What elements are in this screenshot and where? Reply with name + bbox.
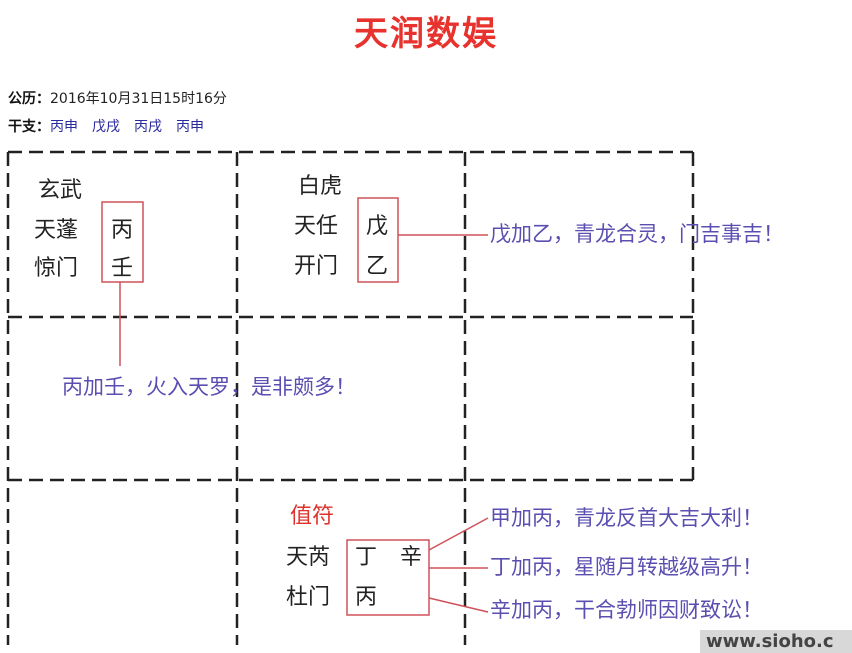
stem-ding-bottom-center: 丁 [355,545,378,570]
solar-date-label: 公历： [8,91,50,107]
ganzhi-month: 戊戌 [92,119,120,135]
ganzhi-label: 干支： [8,119,50,135]
stem-wu-top-center: 戊 [366,214,389,239]
stem-xin-bottom-center: 辛 [400,545,423,570]
star-tianpeng: 天蓬 [34,218,79,243]
connector-xin-bing [428,597,489,613]
stem-box-bottom-center [346,539,430,616]
connector-jia-bing [428,517,489,551]
door-jingmen: 惊门 [34,256,79,281]
stem-box-top-left [101,201,144,283]
annotation-xin-jia-bing: 辛加丙，干合勃师因财致讼！ [490,598,763,622]
god-baihu: 白虎 [298,174,343,199]
stem-box-top-center [357,197,399,283]
star-tianrui: 天芮 [286,545,331,570]
stem-bing-bottom-center: 丙 [355,585,378,610]
ganzhi-hour: 丙申 [176,119,204,135]
stem-yi-top-center: 乙 [366,254,389,279]
annotation-bing-jia-ren: 丙加壬，火入天罗，是非颇多！ [62,375,356,399]
stem-bing-top-left: 丙 [111,218,134,243]
god-xuanwu: 玄武 [38,178,83,203]
annotation-ding-jia-bing: 丁加丙，星随月转越级高升！ [490,555,763,579]
annotation-jia-jia-bing: 甲加丙，青龙反首大吉大利！ [490,506,763,530]
ganzhi-day: 丙戌 [134,119,162,135]
stem-ren-top-left: 壬 [111,256,134,281]
page-title: 天润数娱 [354,14,498,54]
solar-date-row: 公历：2016年10月31日15时16分 [8,88,227,108]
star-tianren: 天任 [294,214,339,239]
ganzhi-year: 丙申 [50,119,78,135]
door-kaimen: 开门 [294,254,339,279]
door-dumen: 杜门 [286,585,331,610]
ganzhi-row: 干支：丙申戊戌丙戌丙申 [8,116,218,136]
watermark: www.sioho.c [700,630,852,653]
solar-date-value: 2016年10月31日15时16分 [50,91,227,107]
god-zhifu: 值符 [290,504,335,529]
annotation-wu-jia-yi: 戊加乙，青龙合灵，门吉事吉！ [490,222,784,246]
